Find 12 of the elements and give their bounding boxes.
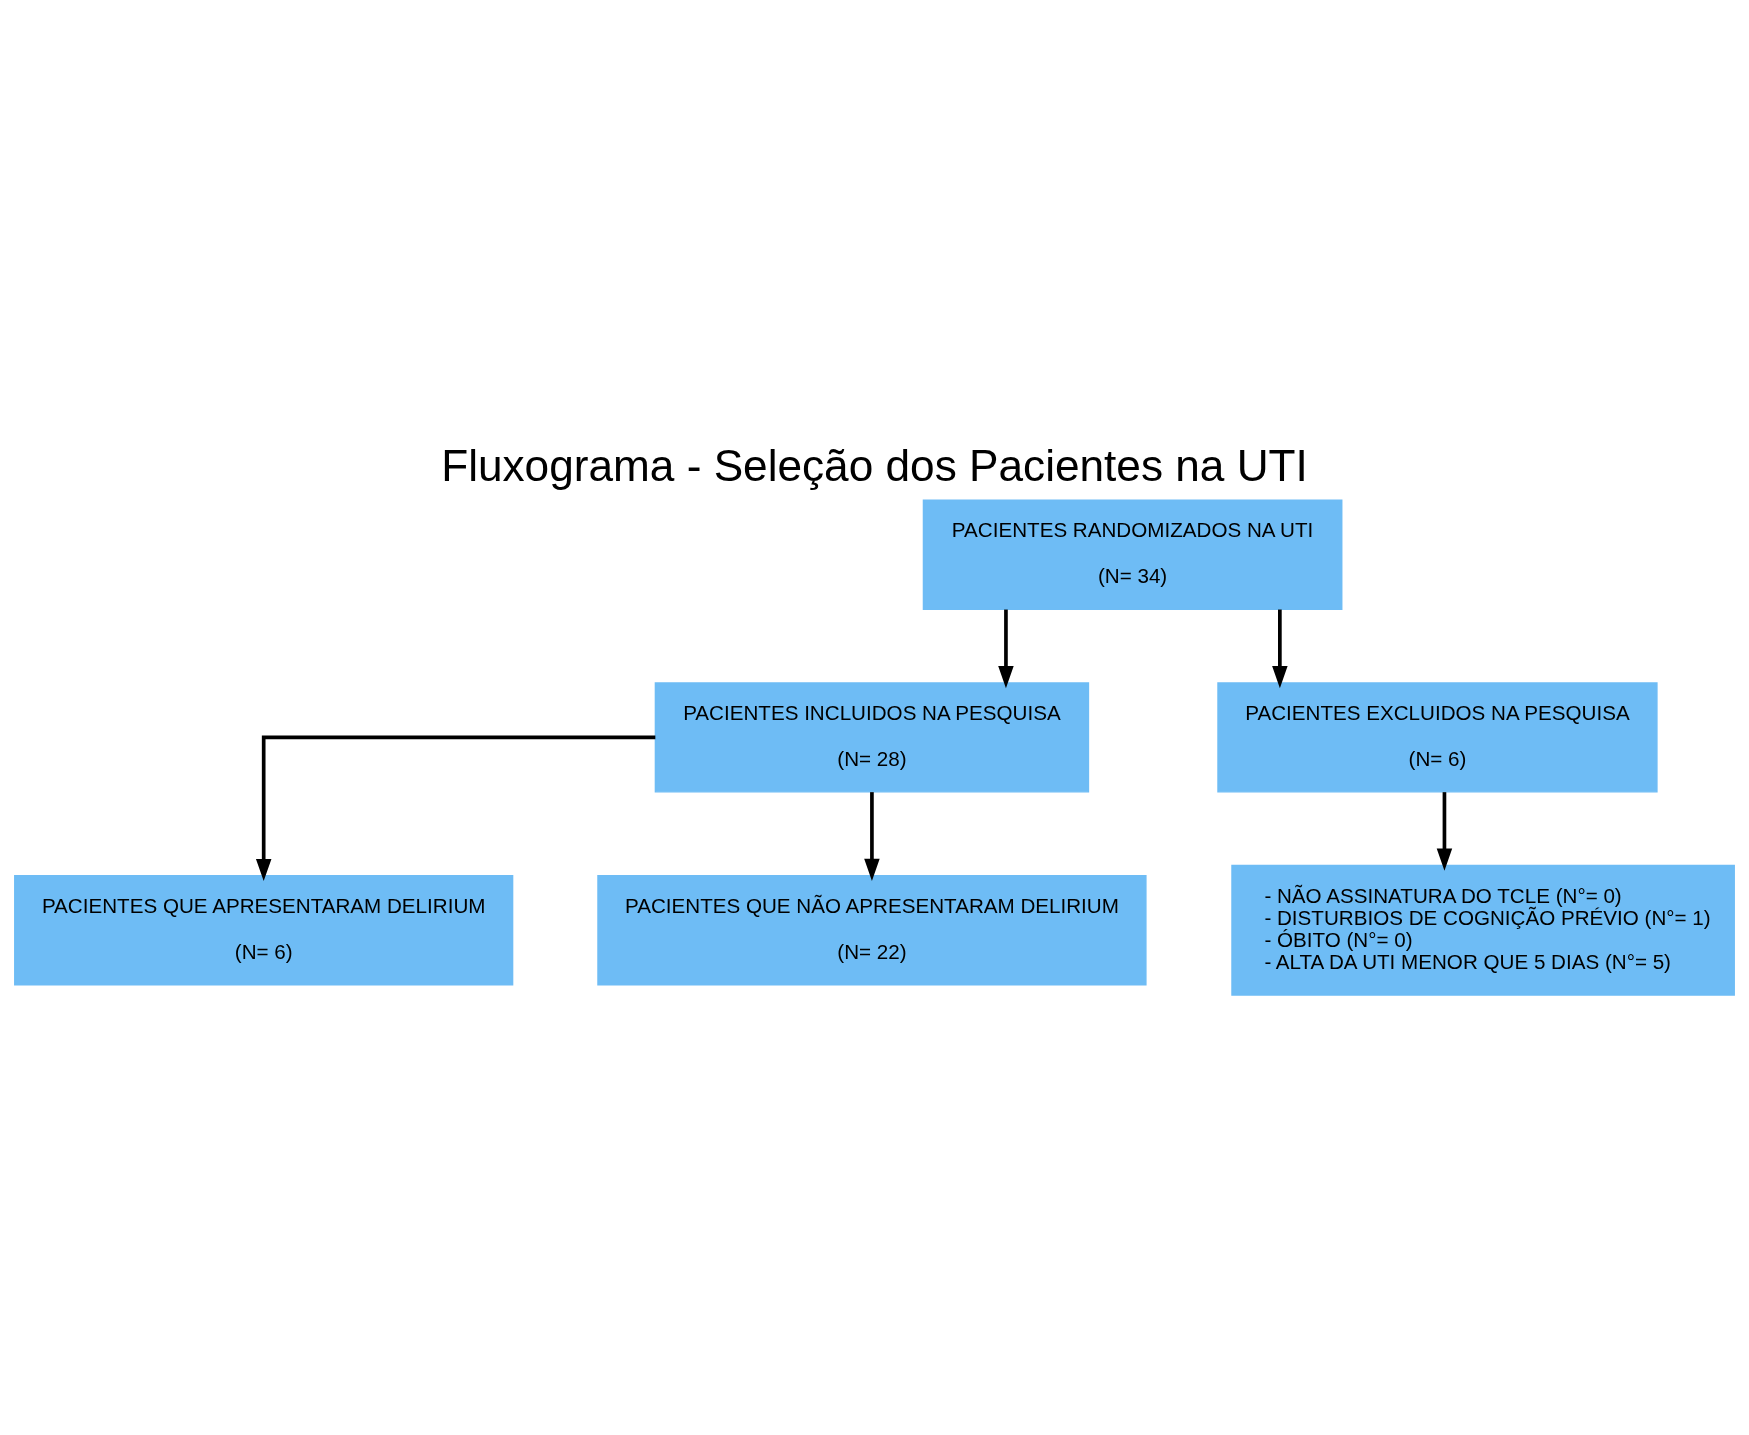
arrow: [998, 609, 1014, 689]
node-box: PACIENTES EXCLUIDOS NA PESQUISA (N= 6): [1217, 682, 1658, 793]
node-box: PACIENTES QUE APRESENTARAM DELIRIUM (N= 6): [14, 875, 514, 986]
arrow: [1436, 792, 1453, 871]
arrow: [864, 792, 880, 881]
node-box: PACIENTES RANDOMIZADOS NA UTI (N= 34): [922, 499, 1343, 610]
arrow: [1272, 609, 1288, 689]
node-box: PACIENTES INCLUIDOS NA PESQUISA (N= 28): [654, 682, 1090, 793]
node-box: PACIENTES QUE NÃO APRESENTARAM DELIRIUM (N= 22): [597, 875, 1147, 986]
node-box: - NÃO ASSINATURA DO TCLE (N°= 0) - DISTURBIOS DE COGNIÇÃO PRÉVIO (N°= 1) - ÓBITO (N°= 0) - ALTA DA UTI MENOR QUE 5 DIAS (N°= 5): [1231, 864, 1735, 996]
diagram-title: Fluxograma - Seleção dos Pacientes na UTI: [441, 441, 1308, 491]
arrow: [255, 735, 656, 882]
